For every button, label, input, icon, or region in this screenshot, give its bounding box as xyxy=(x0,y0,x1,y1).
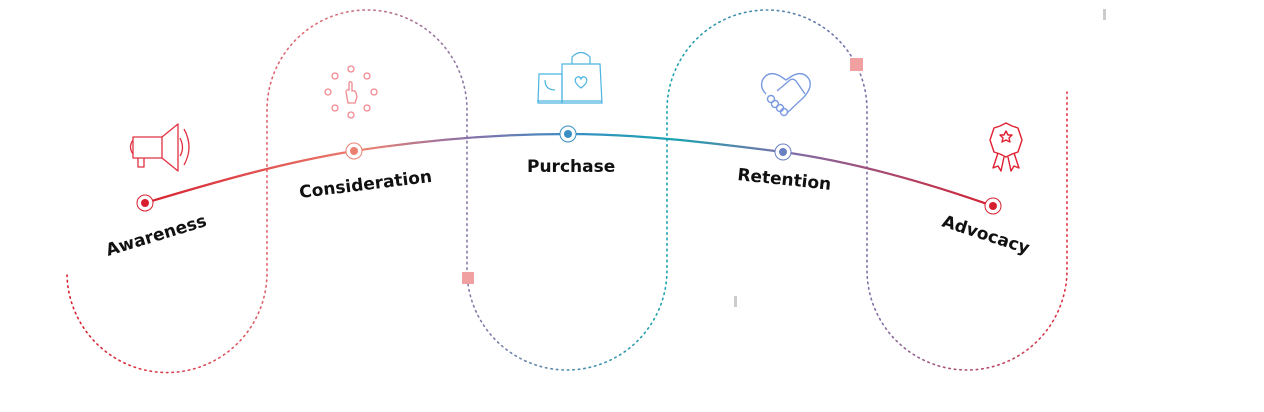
node-awareness xyxy=(136,194,154,212)
tick-mark xyxy=(1103,9,1106,20)
node-retention xyxy=(774,143,792,161)
stage-label-awareness: Awareness xyxy=(104,211,209,261)
click-hand-icon xyxy=(324,65,378,119)
stage-label-retention: Retention xyxy=(736,165,832,195)
marker-square xyxy=(850,58,863,71)
node-consideration xyxy=(345,142,363,160)
node-purchase xyxy=(559,125,577,143)
award-ribbon-icon xyxy=(989,122,1023,172)
shopping-bags-icon xyxy=(537,51,603,104)
node-advocacy xyxy=(984,197,1002,215)
dotted-serpentine-path xyxy=(66,9,1068,374)
marker-square xyxy=(462,272,474,284)
stage-label-purchase: Purchase xyxy=(527,157,615,177)
handshake-heart-icon xyxy=(760,72,811,117)
tick-mark xyxy=(734,296,737,307)
stage-label-advocacy: Advocacy xyxy=(939,212,1032,259)
megaphone-icon xyxy=(129,123,190,172)
stage-label-consideration: Consideration xyxy=(298,167,433,203)
